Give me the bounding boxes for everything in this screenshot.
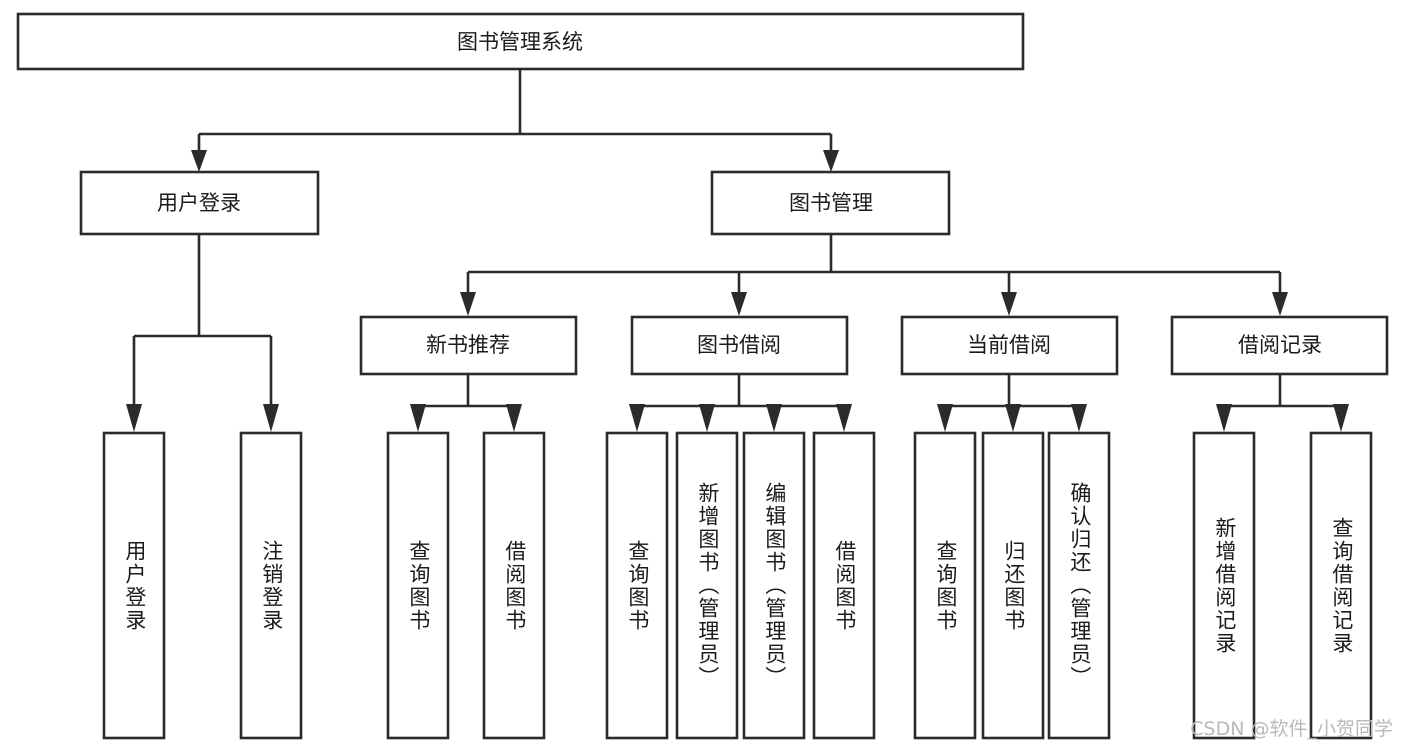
node-leaf-add-book-box[interactable] bbox=[675, 431, 739, 740]
node-user-login-label: 用户登录 bbox=[157, 191, 241, 215]
arrowhead-current-borrow bbox=[1001, 292, 1017, 316]
node-leaf-borrow-book-2-box[interactable] bbox=[812, 431, 876, 740]
node-book-borrow-label: 图书借阅 bbox=[697, 333, 781, 357]
arrowhead-new-book-recommend bbox=[460, 292, 476, 316]
arrowhead-leaf-query-record bbox=[1333, 404, 1349, 432]
node-new-book-recommend[interactable]: 新书推荐 bbox=[359, 315, 578, 376]
node-current-borrow-box[interactable] bbox=[900, 315, 1119, 376]
node-borrow-record-box[interactable] bbox=[1170, 315, 1389, 376]
arrowhead-leaf-add-record bbox=[1216, 404, 1232, 432]
arrowhead-user-login bbox=[191, 150, 207, 172]
node-leaf-confirm-return-box[interactable] bbox=[1047, 431, 1111, 740]
node-new-book-recommend-label: 新书推荐 bbox=[426, 333, 510, 357]
arrowhead-leaf-borrow-book-1 bbox=[506, 404, 522, 432]
arrowhead-book-borrow bbox=[731, 292, 747, 316]
arrowhead-leaf-confirm-return bbox=[1071, 404, 1087, 432]
arrowhead-leaf-query-book-1 bbox=[410, 404, 426, 432]
node-leaf-edit-book-box[interactable] bbox=[742, 431, 806, 740]
node-leaf-query-record-box[interactable] bbox=[1309, 431, 1373, 740]
node-root[interactable]: 图书管理系统 bbox=[16, 12, 1025, 71]
node-book-manage-label: 图书管理 bbox=[789, 191, 873, 215]
arrowhead-leaf-edit-book bbox=[766, 404, 782, 432]
arrowhead-borrow-record bbox=[1272, 292, 1288, 316]
connector-layer bbox=[126, 69, 1349, 432]
node-book-manage-box[interactable] bbox=[710, 170, 951, 236]
node-leaf-borrow-book-1-box[interactable] bbox=[482, 431, 546, 740]
node-book-borrow[interactable]: 图书借阅 bbox=[630, 315, 849, 376]
node-borrow-record-label: 借阅记录 bbox=[1238, 333, 1322, 357]
watermark: CSDN @软件_小贺同学 bbox=[1190, 718, 1393, 740]
arrowhead-leaf-query-book-3 bbox=[937, 404, 953, 432]
node-leaf-user-login-box[interactable] bbox=[102, 431, 166, 740]
node-book-borrow-box[interactable] bbox=[630, 315, 849, 376]
leaf-node-layer bbox=[102, 431, 1373, 740]
arrowhead-leaf-return-book bbox=[1005, 404, 1021, 432]
node-borrow-record[interactable]: 借阅记录 bbox=[1170, 315, 1389, 376]
arrowhead-leaf-query-book-2 bbox=[629, 404, 645, 432]
arrowhead-leaf-add-book bbox=[699, 404, 715, 432]
node-book-manage[interactable]: 图书管理 bbox=[710, 170, 951, 236]
node-root-label: 图书管理系统 bbox=[457, 30, 583, 54]
node-user-login[interactable]: 用户登录 bbox=[79, 170, 320, 236]
arrowhead-leaf-logout-login bbox=[263, 404, 279, 432]
arrowhead-leaf-borrow-book-2 bbox=[836, 404, 852, 432]
node-leaf-add-record-box[interactable] bbox=[1192, 431, 1256, 740]
node-leaf-query-book-1-box[interactable] bbox=[386, 431, 450, 740]
arrowhead-book-manage bbox=[823, 150, 839, 172]
node-current-borrow-label: 当前借阅 bbox=[967, 333, 1051, 357]
node-current-borrow[interactable]: 当前借阅 bbox=[900, 315, 1119, 376]
node-leaf-logout-login-box[interactable] bbox=[239, 431, 303, 740]
node-user-login-box[interactable] bbox=[79, 170, 320, 236]
arrowhead-leaf-user-login bbox=[126, 404, 142, 432]
node-new-book-recommend-box[interactable] bbox=[359, 315, 578, 376]
node-leaf-query-book-2-box[interactable] bbox=[605, 431, 669, 740]
node-leaf-return-book-box[interactable] bbox=[981, 431, 1045, 740]
node-root-box[interactable] bbox=[16, 12, 1025, 71]
node-leaf-query-book-3-box[interactable] bbox=[913, 431, 977, 740]
